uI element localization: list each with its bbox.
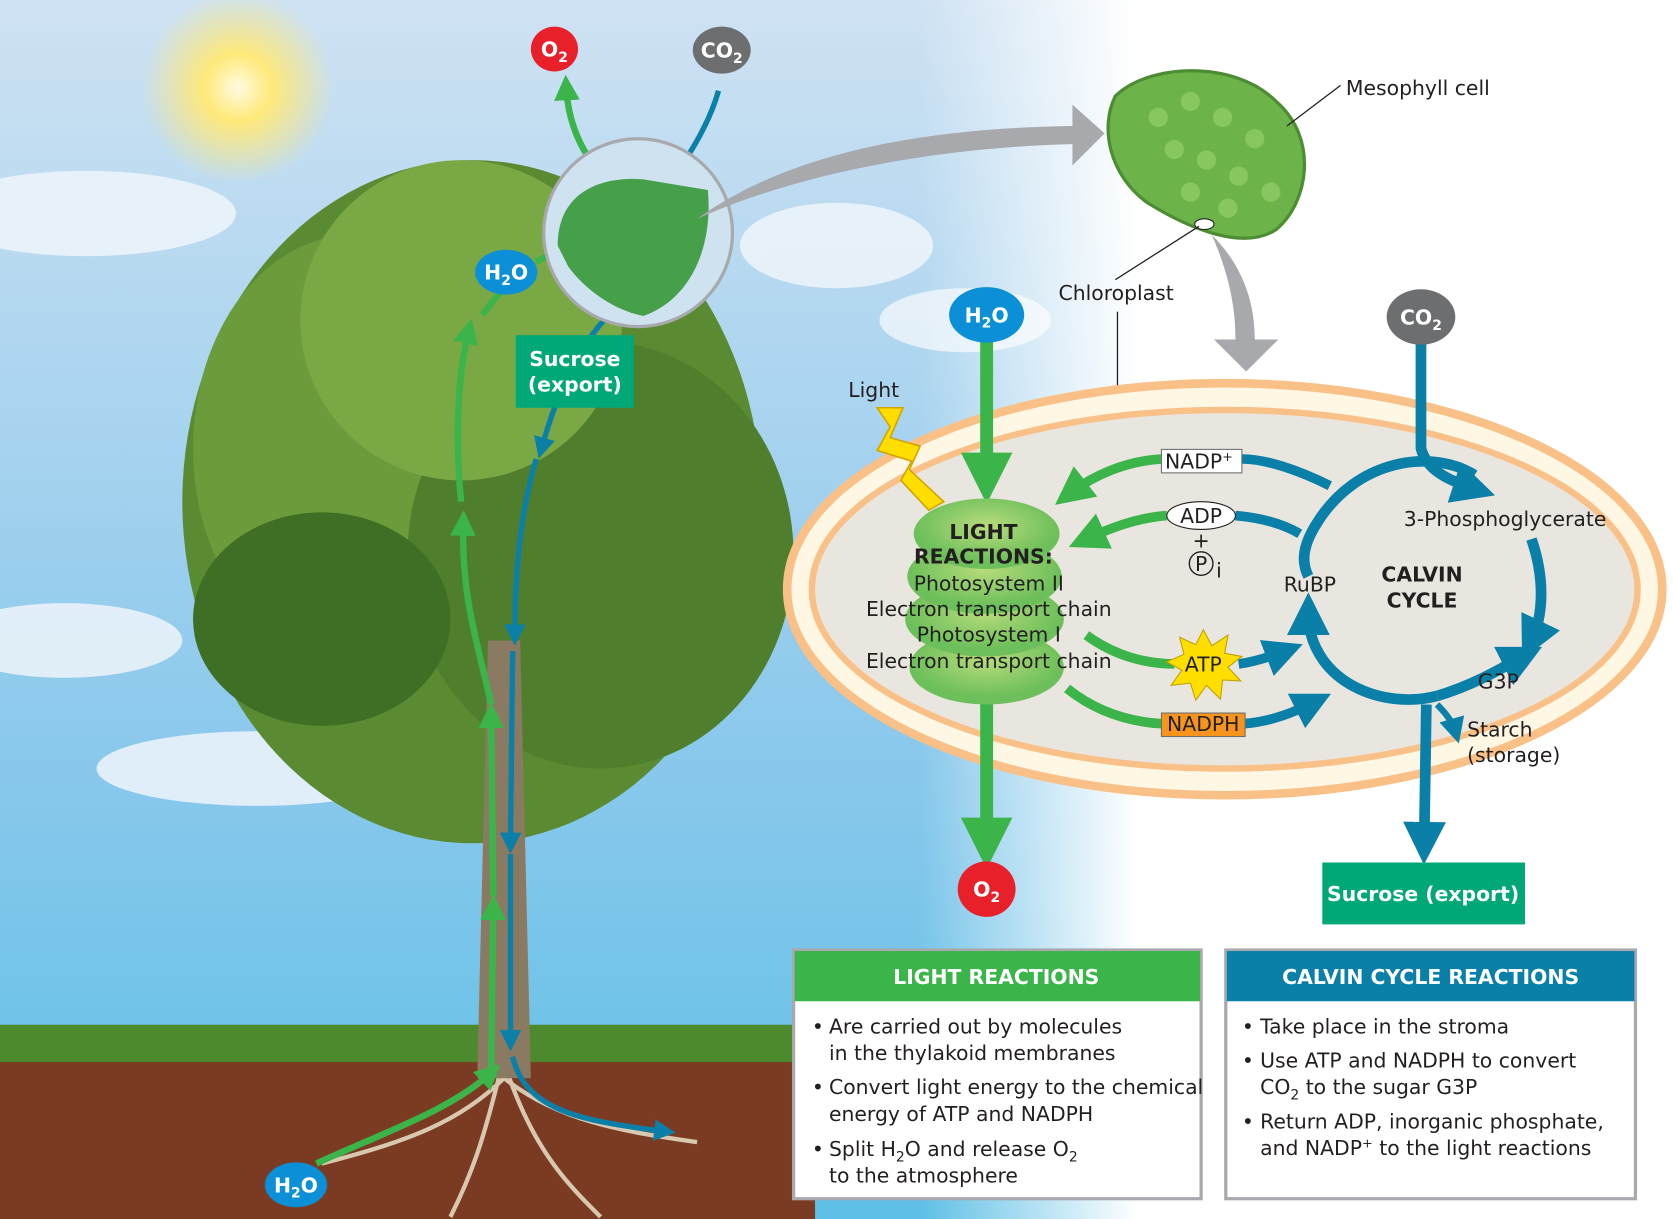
svg-text:CO2: CO2	[701, 39, 743, 67]
svg-text:Sucrose (export): Sucrose (export)	[1327, 882, 1519, 906]
chloroplast-marker	[1194, 218, 1215, 231]
mesophyll-chloroplasts	[1148, 91, 1281, 218]
bullet-text: in the thylakoid membranes	[829, 1041, 1116, 1065]
co2-top-badge: CO2	[692, 26, 751, 74]
light-step: Electron transport chain	[866, 597, 1112, 621]
thylakoid-stack	[905, 498, 1064, 705]
svg-text:ATP: ATP	[1185, 652, 1222, 676]
svg-text:P: P	[1195, 552, 1207, 576]
starch-label: (storage)	[1467, 743, 1560, 767]
svg-text:H2O: H2O	[484, 261, 528, 289]
light-reactions-summary: LIGHT REACTIONS • Are carried out by mol…	[791, 948, 1203, 1201]
svg-text:•: •	[812, 1014, 824, 1038]
svg-text:(export): (export)	[528, 373, 622, 397]
bullet-text: Are carried out by molecules	[829, 1014, 1122, 1038]
leaf	[557, 178, 709, 316]
bullet-text: Use ATP and NADPH to convert	[1260, 1048, 1576, 1072]
sucrose-tree-box: Sucrose (export)	[515, 335, 634, 408]
calvin-cycle-title-1: CALVIN	[1381, 563, 1462, 587]
svg-text:O2: O2	[541, 38, 568, 66]
leaf-to-cell-arrow	[697, 104, 1105, 219]
pga-label: 3-Phosphoglycerate	[1404, 507, 1607, 531]
calvin-cycle-summary: CALVIN CYCLE REACTIONS • Take place in t…	[1224, 948, 1638, 1201]
mesophyll-leader	[1286, 84, 1341, 127]
sucrose-export-box: Sucrose (export)	[1322, 862, 1526, 925]
o2-chloroplast-badge: O2	[957, 861, 1016, 917]
svg-text:LIGHT REACTIONS: LIGHT REACTIONS	[893, 965, 1099, 989]
adp-label: ADP + P i	[1166, 501, 1236, 583]
svg-text:H2O: H2O	[274, 1173, 318, 1201]
lightning-icon	[875, 406, 946, 512]
svg-text:O2: O2	[973, 878, 1000, 906]
bullet-text: and NADP+ to the light reactions	[1260, 1136, 1591, 1160]
exchange-arrows	[1055, 454, 1332, 729]
svg-text:•: •	[812, 1137, 824, 1161]
svg-text:CO2: CO2	[1400, 306, 1442, 334]
light-step: Photosystem I	[917, 623, 1061, 647]
nadp-plus-label: NADP+	[1160, 448, 1243, 474]
atp-label: ATP	[1165, 628, 1244, 702]
svg-text:•: •	[1242, 1014, 1254, 1038]
svg-text:NADPH: NADPH	[1167, 712, 1239, 736]
h2o-leaf-badge: H2O	[475, 249, 538, 295]
bullet-text: Convert light energy to the chemical	[829, 1075, 1203, 1099]
g3p-label: G3P	[1478, 670, 1519, 694]
o2-top-badge: O2	[530, 26, 579, 72]
calvin-cycle-title-2: CYCLE	[1387, 588, 1458, 612]
bullet-text: Take place in the stroma	[1259, 1014, 1509, 1038]
grass	[0, 1024, 816, 1063]
light-step: Electron transport chain	[866, 649, 1112, 673]
chloroplast-leader-1	[1114, 225, 1200, 281]
soil	[0, 1051, 816, 1219]
svg-text:ADP: ADP	[1180, 504, 1222, 528]
svg-text:+: +	[1193, 529, 1210, 553]
light-step: Photosystem II	[914, 571, 1064, 595]
h2o-root-badge: H2O	[264, 1162, 328, 1208]
svg-text:•: •	[1242, 1109, 1254, 1133]
light-reactions-title-1: LIGHT	[949, 520, 1017, 544]
nadph-label: NADPH	[1160, 712, 1246, 738]
mesophyll-label: Mesophyll cell	[1346, 76, 1490, 100]
bullet-text: energy of ATP and NADPH	[829, 1102, 1093, 1126]
h2o-chloroplast-badge: H2O	[949, 287, 1025, 343]
co2-chloroplast-badge: CO2	[1386, 289, 1456, 345]
cell-to-chloroplast-arrow	[1211, 234, 1279, 372]
svg-text:•: •	[1242, 1048, 1254, 1072]
bullet-text: to the atmosphere	[829, 1164, 1018, 1188]
svg-text:i: i	[1216, 559, 1222, 583]
rubp-label: RuBP	[1284, 572, 1336, 596]
svg-text:Sucrose: Sucrose	[529, 347, 620, 371]
light-reactions-title-2: REACTIONS:	[914, 545, 1053, 569]
svg-text:H2O: H2O	[965, 303, 1009, 331]
bullet-text: Split H2O and release O2	[829, 1137, 1078, 1165]
calvin-cycle-ring	[1286, 343, 1561, 865]
svg-text:CALVIN CYCLE REACTIONS: CALVIN CYCLE REACTIONS	[1282, 965, 1579, 989]
bullet-text: CO2 to the sugar G3P	[1260, 1075, 1477, 1103]
chloroplast-label: Chloroplast	[1058, 281, 1173, 305]
bullet-text: Return ADP, inorganic phosphate,	[1260, 1109, 1604, 1133]
svg-text:•: •	[812, 1075, 824, 1099]
svg-text:NADP+: NADP+	[1165, 450, 1233, 474]
starch-label: Starch	[1467, 718, 1532, 742]
light-label: Light	[848, 378, 899, 402]
